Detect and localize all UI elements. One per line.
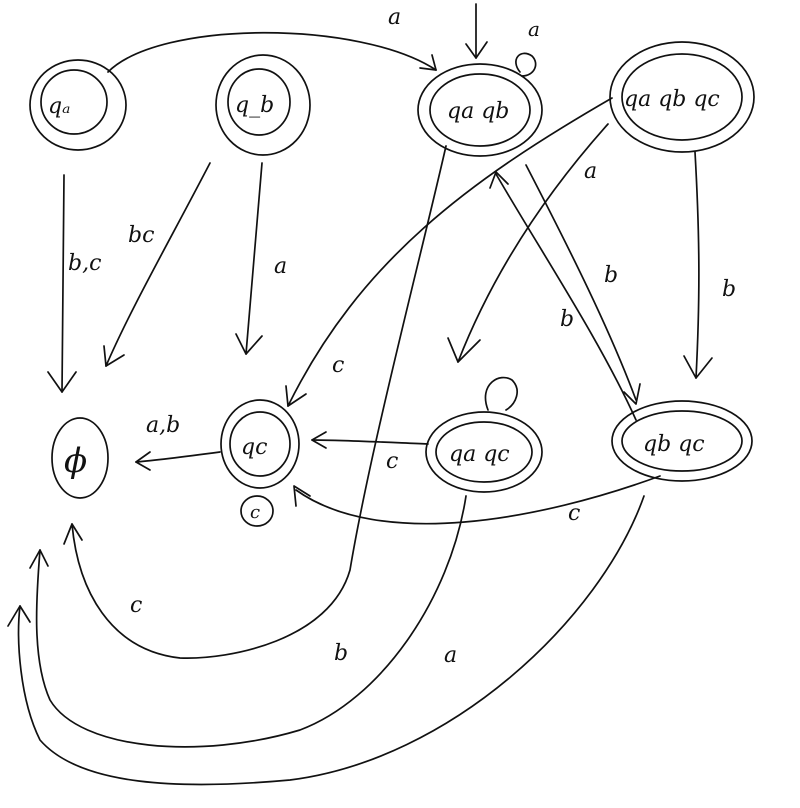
edge-label-qa-to-qaqb: a: [388, 5, 401, 30]
edge-label-qaqb-self: a: [528, 17, 540, 41]
edge-label-qb-to-empty: bc: [128, 223, 154, 248]
edge-qa-to-qaqb: a: [107, 5, 437, 73]
state-qaqb: qa qb: [417, 63, 543, 157]
edge-label-qaqb-to-qbqc: b: [604, 263, 618, 288]
edge-qbqc-to-qc: c: [293, 475, 661, 526]
edge-qaqb-to-qbqc: b: [525, 164, 641, 405]
edge-qb-to-qc: a: [235, 162, 287, 355]
edge-label-qa-to-empty: b,c: [68, 251, 101, 276]
edge-label-qaqbqc-to-qaqc: a: [584, 159, 597, 184]
edge-label-qbqc-to-qaqb: b: [560, 307, 574, 332]
state-qc: qc: [220, 399, 300, 489]
state-qa: qₐ: [29, 59, 127, 151]
state-qbqc: qb qc: [611, 400, 753, 482]
edge-qbqc-to-qaqb: b: [489, 171, 637, 421]
edge-qaqc-self: [484, 376, 518, 411]
state-qb-label: q_b: [235, 93, 274, 118]
edge-qaqc-to-empty: b: [29, 495, 467, 748]
edge-label-qaqbqc-to-qc: c: [332, 353, 344, 378]
edge-qaqbqc-to-qc: c: [285, 97, 613, 407]
state-qbqc-label: qb qc: [643, 432, 705, 457]
edge-label-qc-self: c: [250, 502, 260, 523]
edge-label-qbqc-to-empty: a: [444, 643, 457, 668]
edge-qa-to-empty: b,c: [47, 174, 101, 393]
edge-label-qaqc-to-empty: b: [334, 641, 348, 666]
start-arrow: [465, 3, 488, 59]
state-qaqc-label: qa qc: [449, 442, 510, 467]
state-empty: ϕ: [51, 417, 109, 499]
edge-label-qaqbqc-to-qbqc: b: [722, 277, 736, 302]
edge-qaqbqc-to-qaqc: a: [447, 123, 609, 363]
state-qc-label: qc: [241, 435, 267, 460]
edge-qb-to-empty: bc: [103, 162, 211, 367]
edge-qc-self: c: [240, 495, 274, 527]
edge-label-qc-to-empty: a,b: [146, 413, 180, 438]
edge-qaqb-self: a: [515, 17, 540, 77]
edge-label-qbqc-to-qc: c: [568, 501, 580, 526]
state-qaqbqc-label: qa qb qc: [624, 87, 720, 112]
edge-qaqc-to-qc: c: [311, 431, 429, 474]
state-qa-label: qₐ: [48, 94, 70, 119]
state-qaqb-label: qa qb: [447, 99, 509, 124]
state-qb: q_b: [215, 54, 311, 156]
edge-qaqbqc-to-qbqc: b: [683, 151, 736, 379]
edge-qaqb-to-empty: c: [63, 145, 447, 659]
edge-label-qaqc-to-qc: c: [386, 449, 398, 474]
edge-label-qb-to-qc: a: [274, 254, 287, 279]
state-qaqbqc: qa qb qc: [609, 41, 755, 153]
state-qaqc: qa qc: [425, 411, 543, 493]
edge-label-qaqb-to-empty: c: [130, 593, 142, 618]
edge-qbqc-to-empty: a: [7, 495, 645, 786]
state-empty-label: ϕ: [64, 441, 87, 481]
edge-qc-to-empty: a,b: [135, 413, 221, 471]
